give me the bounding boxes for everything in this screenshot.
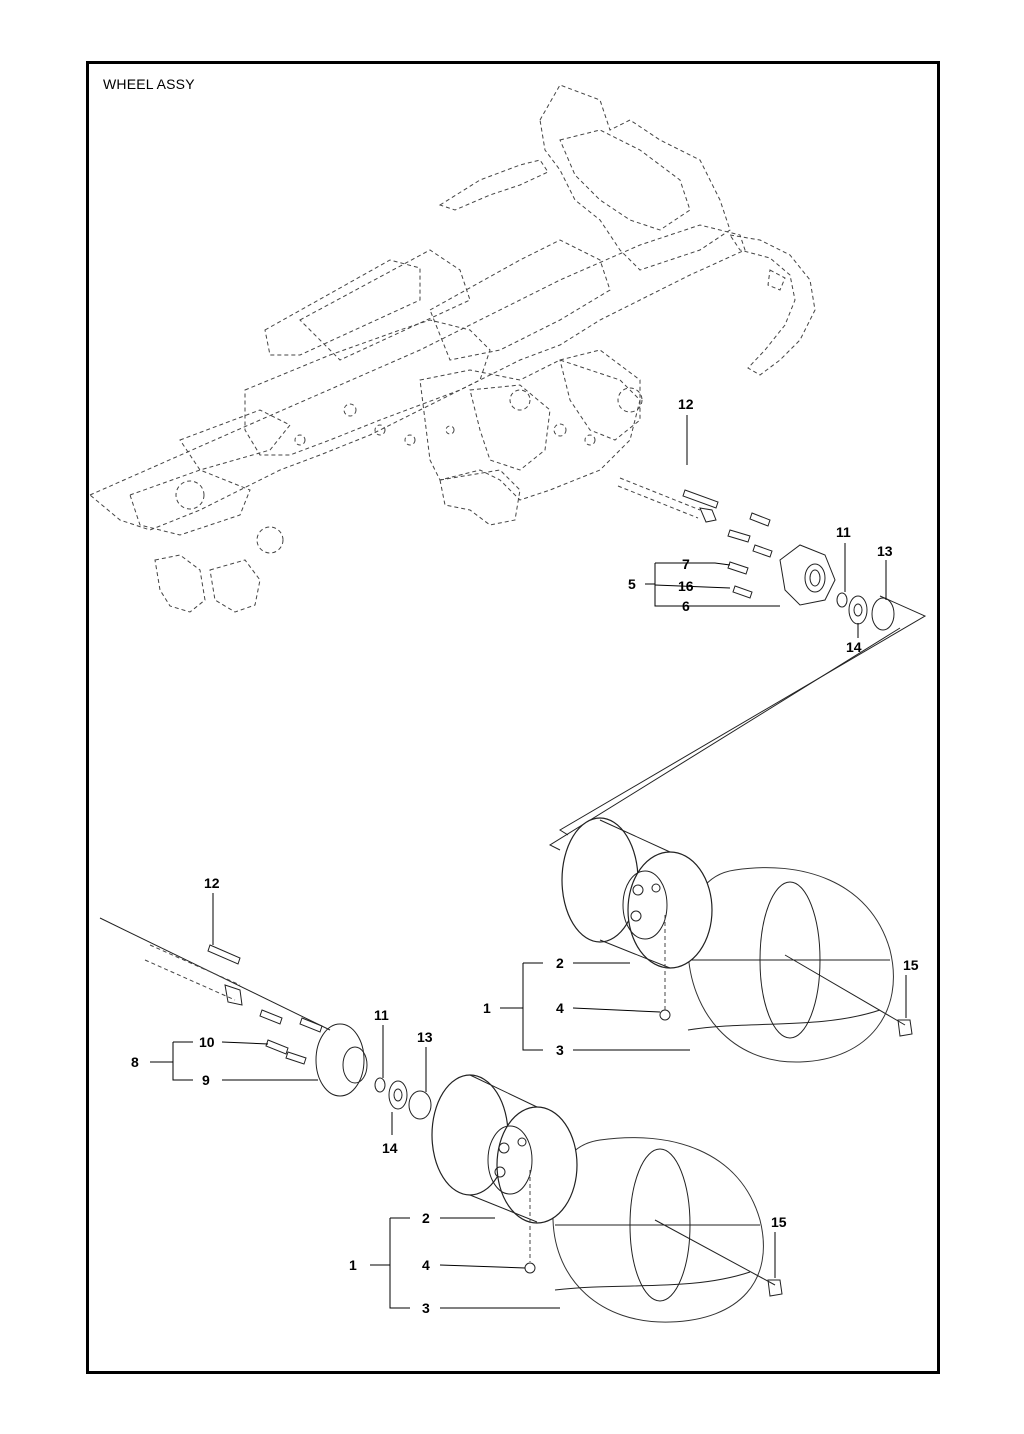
leader-lines — [150, 415, 907, 1309]
upper-bolt-7 — [727, 561, 749, 575]
callout-right-2: 2 — [556, 955, 564, 971]
upper-bolt-b — [727, 529, 751, 543]
callout-right-4: 4 — [556, 1000, 564, 1016]
callout-right-1: 1 — [483, 1000, 491, 1016]
upper-key-12 — [682, 489, 719, 509]
diagram-frame — [86, 61, 940, 1374]
callout-lower-11: 11 — [374, 1007, 389, 1023]
left-rim-2 — [496, 1106, 578, 1224]
callout-upper-5: 5 — [628, 576, 636, 592]
callout-lower-8: 8 — [131, 1054, 139, 1070]
upper-bolt-c — [752, 544, 773, 558]
left-rim-inner — [431, 1074, 509, 1196]
callout-right-3: 3 — [556, 1042, 564, 1058]
callout-upper-6: 6 — [682, 598, 690, 614]
upper-washer-14 — [848, 595, 868, 625]
callout-left-1: 1 — [349, 1257, 357, 1273]
callout-right-15: 15 — [903, 957, 919, 973]
left-wheel — [431, 1074, 783, 1323]
left-tire-3 — [552, 1137, 764, 1323]
callout-left-4: 4 — [422, 1257, 430, 1273]
upper-hub-assembly — [548, 477, 927, 851]
callout-lower-14: 14 — [382, 1140, 398, 1156]
lower-bolt-10 — [265, 1039, 289, 1055]
lower-washer-14 — [388, 1080, 408, 1110]
upper-hub-6 — [779, 544, 836, 606]
callout-lower-13: 13 — [417, 1029, 433, 1045]
chassis-frame — [89, 84, 816, 613]
callout-upper-16: 16 — [678, 578, 694, 594]
callout-upper-7: 7 — [682, 556, 690, 572]
callout-upper-11: 11 — [836, 524, 851, 540]
callout-left-15: 15 — [771, 1214, 787, 1230]
diagram-title: WHEEL ASSY — [103, 76, 195, 92]
upper-bolt-16 — [732, 585, 753, 599]
upper-ring-13 — [871, 597, 895, 631]
lower-ring-13 — [408, 1090, 432, 1120]
callout-upper-12: 12 — [678, 396, 694, 412]
left-valve-4 — [524, 1262, 536, 1274]
lower-hub-9 — [315, 1023, 365, 1097]
right-tire-3 — [687, 867, 894, 1063]
callout-upper-13: 13 — [877, 543, 893, 559]
callout-lower-9: 9 — [202, 1072, 210, 1088]
lower-key-12 — [207, 944, 241, 965]
upper-bolt-a — [749, 512, 771, 527]
callout-labels: 12 11 13 7 16 5 6 14 12 11 13 10 8 9 14 … — [131, 396, 919, 1316]
lower-bolt-b — [299, 1017, 323, 1033]
callout-upper-14: 14 — [846, 639, 862, 655]
right-wheel — [561, 817, 913, 1063]
right-rim-2 — [627, 851, 713, 969]
upper-spacer-11 — [836, 592, 848, 608]
callout-lower-10: 10 — [199, 1034, 215, 1050]
callout-lower-12: 12 — [204, 875, 220, 891]
right-nut-15 — [897, 1019, 913, 1037]
right-valve-4 — [659, 1009, 671, 1021]
callout-left-2: 2 — [422, 1210, 430, 1226]
lower-bolt-9b — [285, 1051, 307, 1065]
lower-bolt-a — [259, 1009, 283, 1025]
lower-spacer-11 — [374, 1077, 386, 1093]
callout-left-3: 3 — [422, 1300, 430, 1316]
left-nut-15 — [767, 1279, 783, 1297]
